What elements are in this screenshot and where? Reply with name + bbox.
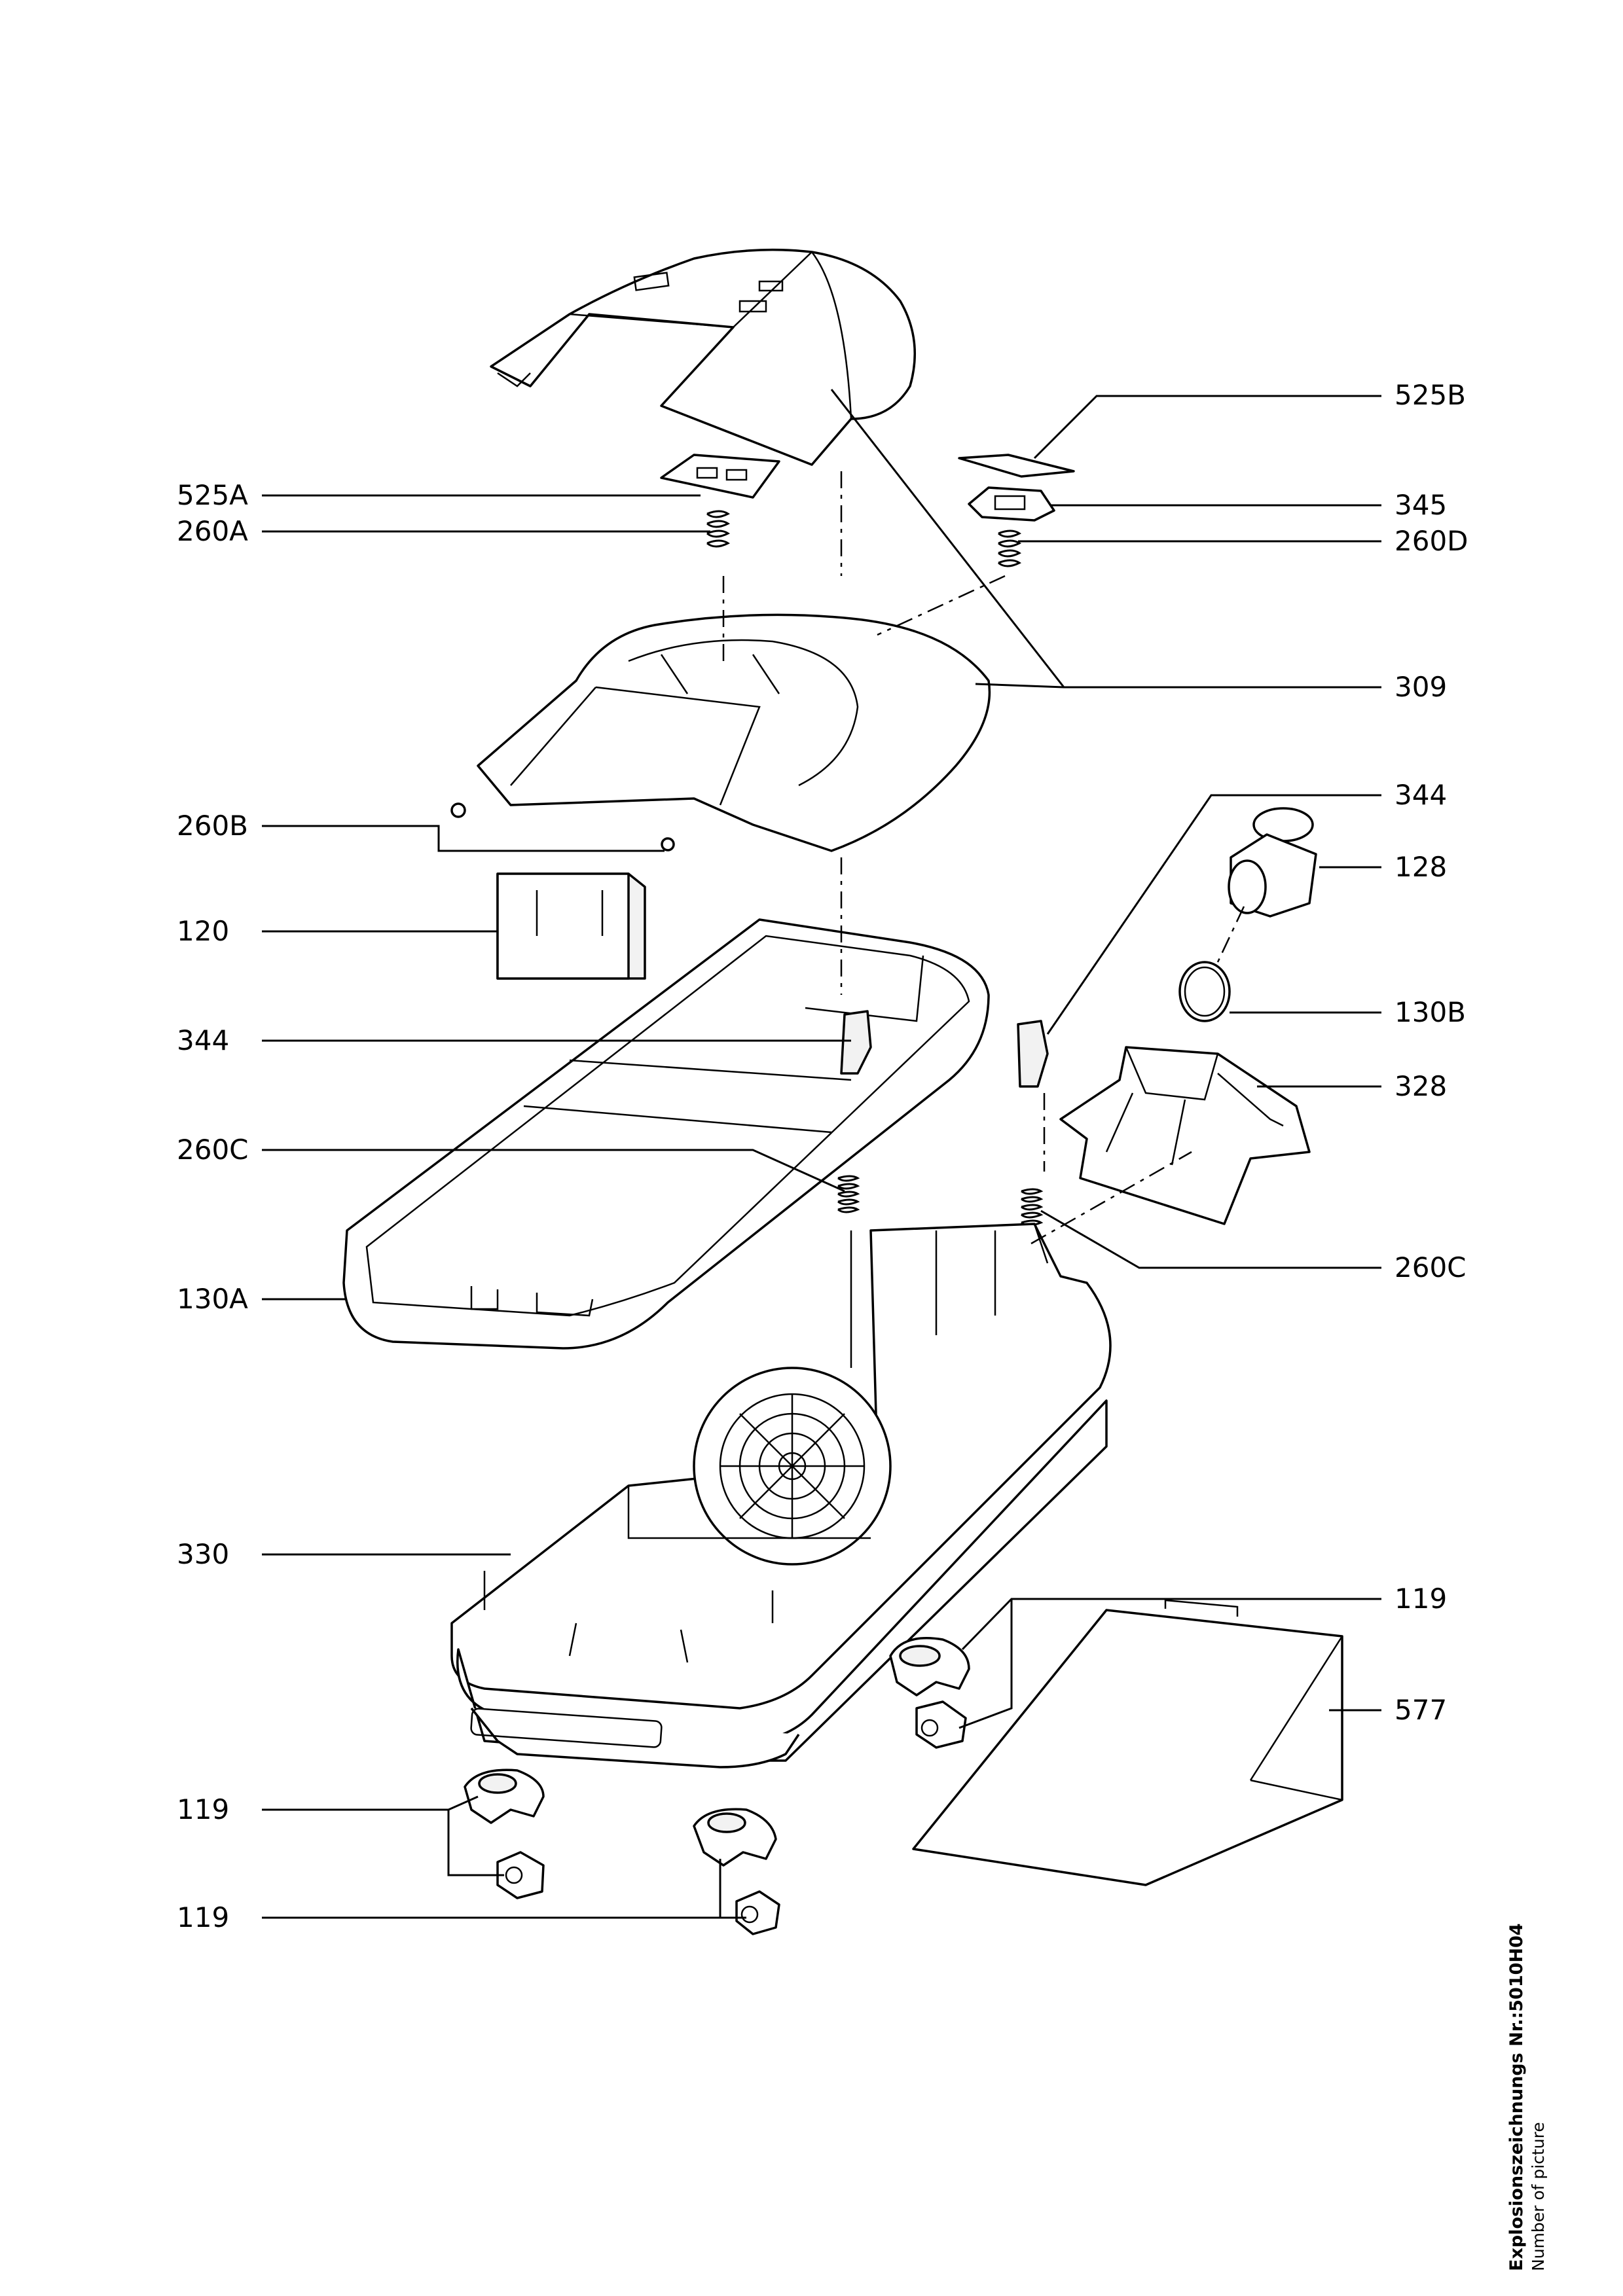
part-260B-springs bbox=[450, 802, 675, 852]
drawing-number-block: Explosionszeichnungs Nr.:5010H04 Number … bbox=[1506, 1923, 1548, 2271]
assembly-axes bbox=[722, 471, 1245, 1245]
part-344-latch-right bbox=[1017, 1020, 1049, 1088]
label-330: 330 bbox=[177, 1538, 229, 1570]
part-309-top-lid bbox=[490, 248, 916, 466]
leader-309 bbox=[830, 389, 1381, 689]
label-130B: 130B bbox=[1395, 996, 1466, 1028]
part-119-caster-left-bottom bbox=[693, 1808, 780, 1935]
label-119-left-bottom: 119 bbox=[177, 1901, 229, 1933]
drawing-number-title: Explosionszeichnungs Nr.:5010H04 bbox=[1506, 1923, 1527, 2271]
part-130A-frame bbox=[342, 918, 990, 1350]
part-345-clip bbox=[968, 486, 1055, 522]
part-130B-ring bbox=[1178, 961, 1231, 1022]
leader-344-right bbox=[1046, 794, 1381, 1035]
label-344-left: 344 bbox=[177, 1024, 229, 1056]
label-260C-left: 260C bbox=[177, 1134, 249, 1166]
label-344-right: 344 bbox=[1395, 779, 1447, 811]
label-260A: 260A bbox=[177, 515, 248, 547]
part-260A-spring bbox=[706, 510, 730, 548]
part-119-caster-right bbox=[889, 1637, 970, 1749]
part-328-bag-holder bbox=[1059, 1046, 1311, 1225]
leader-119-left-top bbox=[262, 1795, 504, 1876]
part-330-base bbox=[450, 1223, 1112, 1768]
label-345: 345 bbox=[1395, 489, 1447, 521]
label-119-left-top: 119 bbox=[177, 1793, 229, 1825]
label-577: 577 bbox=[1395, 1694, 1447, 1726]
drawing-number-subtitle: Number of picture bbox=[1528, 2122, 1548, 2271]
leader-525B bbox=[1033, 395, 1381, 459]
label-309: 309 bbox=[1395, 671, 1447, 703]
label-260C-right: 260C bbox=[1395, 1251, 1467, 1283]
leader-260B bbox=[262, 825, 665, 852]
leader-119-left-bottom bbox=[262, 1859, 746, 1919]
label-119-right: 119 bbox=[1395, 1583, 1447, 1615]
part-260D-spring bbox=[998, 529, 1021, 567]
leader-260C-left bbox=[262, 1149, 845, 1193]
part-upper-housing bbox=[477, 613, 991, 852]
part-344-latch-left bbox=[840, 1010, 872, 1075]
part-260C-spring-left bbox=[837, 1175, 860, 1213]
leader-lines bbox=[262, 389, 1381, 1919]
part-525B-strip bbox=[958, 454, 1075, 478]
part-labels: 525B 525A 345 260A 260D 309 344 260B 128… bbox=[177, 379, 1468, 1933]
part-525A-latch bbox=[660, 454, 780, 499]
label-525B: 525B bbox=[1395, 379, 1466, 411]
part-120-filter bbox=[496, 872, 646, 980]
part-128-nozzle bbox=[1228, 807, 1317, 918]
leader-119-right bbox=[958, 1598, 1381, 1729]
part-119-caster-left-top bbox=[464, 1768, 545, 1899]
label-260D: 260D bbox=[1395, 525, 1468, 557]
label-525A: 525A bbox=[177, 479, 248, 511]
label-130A: 130A bbox=[177, 1283, 248, 1315]
leader-260C-right bbox=[1040, 1210, 1381, 1269]
label-120: 120 bbox=[177, 915, 229, 947]
part-577-dust-bag bbox=[912, 1599, 1343, 1886]
label-128: 128 bbox=[1395, 851, 1447, 883]
part-260C-spring-right bbox=[1021, 1188, 1044, 1227]
label-328: 328 bbox=[1395, 1070, 1447, 1102]
label-260B: 260B bbox=[177, 810, 248, 842]
